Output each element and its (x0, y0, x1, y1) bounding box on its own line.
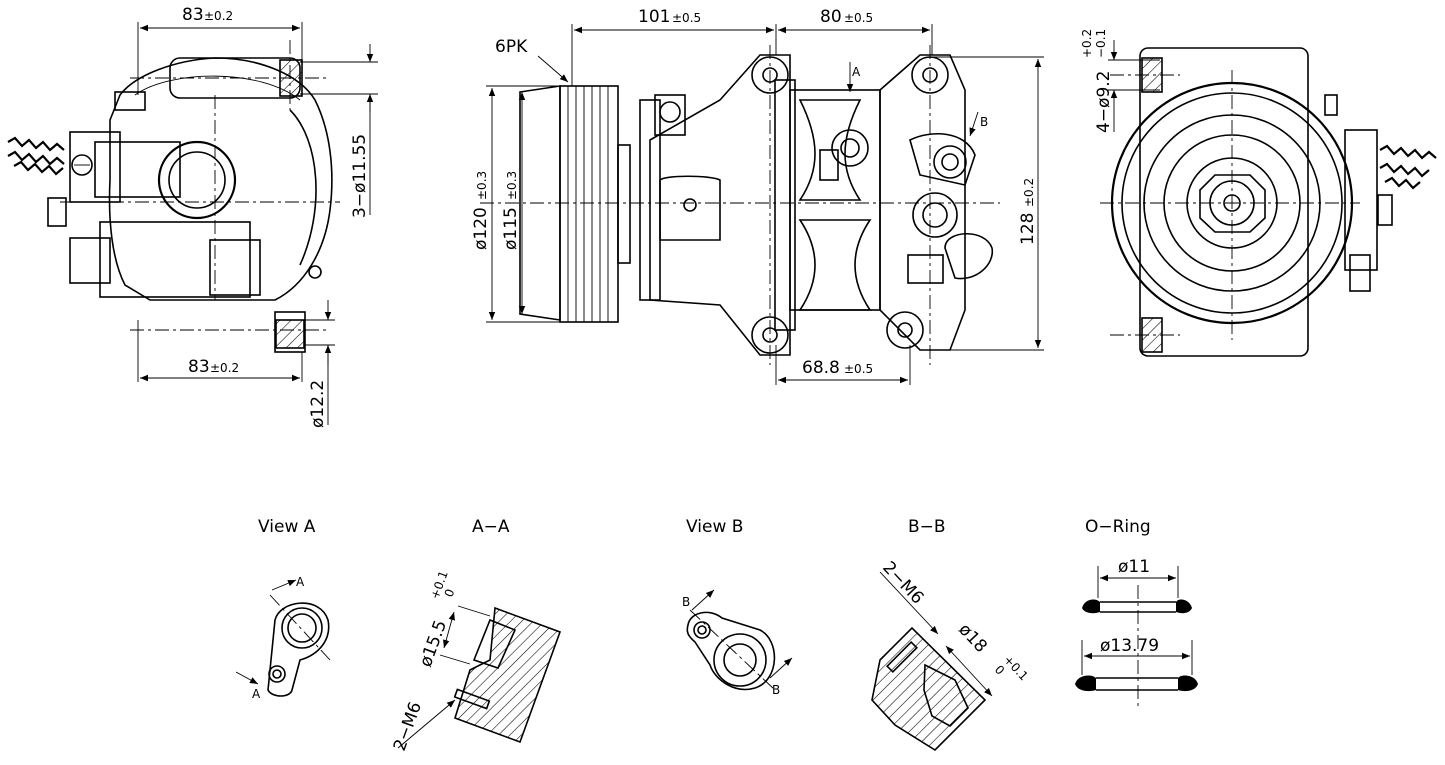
detail-view-a: View A A A (235, 517, 331, 701)
front-dim-bottom-main: 83 (188, 357, 210, 377)
pulley-outer-dia-tol: ±0.3 (475, 171, 489, 200)
view-a-arrow-top: A (296, 575, 305, 589)
front-dim-top-tol: ±0.2 (204, 9, 233, 23)
oring-inner-dia: ø11 (1118, 557, 1150, 577)
view-a-arrow-bottom: A (252, 687, 261, 701)
side-dim-length-main: 101 (638, 7, 670, 27)
rear-dim-holes-tol-lower: −0.1 (1094, 29, 1108, 58)
view-b-arrow-top: B (682, 595, 690, 609)
front-dim-holes: 3−ø11.55 (350, 134, 370, 218)
view-a-marker: A (852, 65, 861, 79)
side-dim-mount-tol: ±0.5 (844, 362, 873, 376)
section-aa-dia: ø15.5 (416, 618, 451, 670)
view-b-marker: B (980, 115, 988, 129)
front-dim-top-main: 83 (182, 5, 204, 25)
front-dim-boss: ø12.2 (308, 380, 328, 428)
side-dim-height-tol: ±0.2 (1022, 178, 1036, 207)
oring-title: O−Ring (1085, 517, 1151, 537)
front-view: 83 ±0.2 83 ±0.2 3−ø11.55 ø12.2 (7, 5, 378, 428)
section-bb-thread: 2−M6 (878, 558, 927, 609)
view-b-title: View B (686, 517, 743, 537)
section-aa-thread: 2−M6 (390, 699, 426, 753)
section-bb-tol-lower: 0 (992, 662, 1007, 677)
detail-section-aa: A−A ø15.5 +0.1 0 2−M6 (390, 517, 562, 754)
oring-outer-dia: ø13.79 (1100, 636, 1159, 656)
side-dim-height-main: 128 (1018, 213, 1038, 245)
rear-dim-holes-tol-upper: +0.2 (1080, 29, 1094, 58)
side-dim-length-tol: ±0.5 (672, 11, 701, 25)
detail-view-b: View B B B (682, 517, 793, 697)
view-a-title: View A (258, 517, 316, 537)
front-dim-bottom-tol: ±0.2 (210, 361, 239, 375)
side-view: 6PK 101 ±0.5 80 ±0.5 ø120 ±0.3 ø115 ±0.3… (471, 7, 1044, 385)
section-bb-title: B−B (908, 517, 946, 537)
view-b-arrow-bottom: B (772, 683, 780, 697)
pulley-inner-dia-tol: ±0.3 (505, 171, 519, 200)
side-dim-body-main: 80 (820, 7, 842, 27)
section-aa-tol-lower: 0 (442, 587, 458, 599)
section-aa-title: A−A (472, 517, 510, 537)
rear-dim-holes-main: 4−ø9.2 (1094, 71, 1114, 134)
section-bb-dia: ø18 (954, 620, 990, 657)
detail-section-bb: B−B 2−M6 ø18 +0.1 0 (871, 517, 1031, 752)
rear-view: 4−ø9.2 +0.2 −0.1 (1080, 29, 1437, 357)
side-dim-mount-main: 68.8 (802, 358, 840, 378)
pulley-inner-dia-main: ø115 (501, 207, 521, 250)
belt-label: 6PK (495, 37, 528, 57)
detail-o-ring: O−Ring ø11 ø13.79 (1075, 517, 1198, 710)
pulley-outer-dia-main: ø120 (471, 207, 491, 250)
side-dim-body-tol: ±0.5 (844, 11, 873, 25)
